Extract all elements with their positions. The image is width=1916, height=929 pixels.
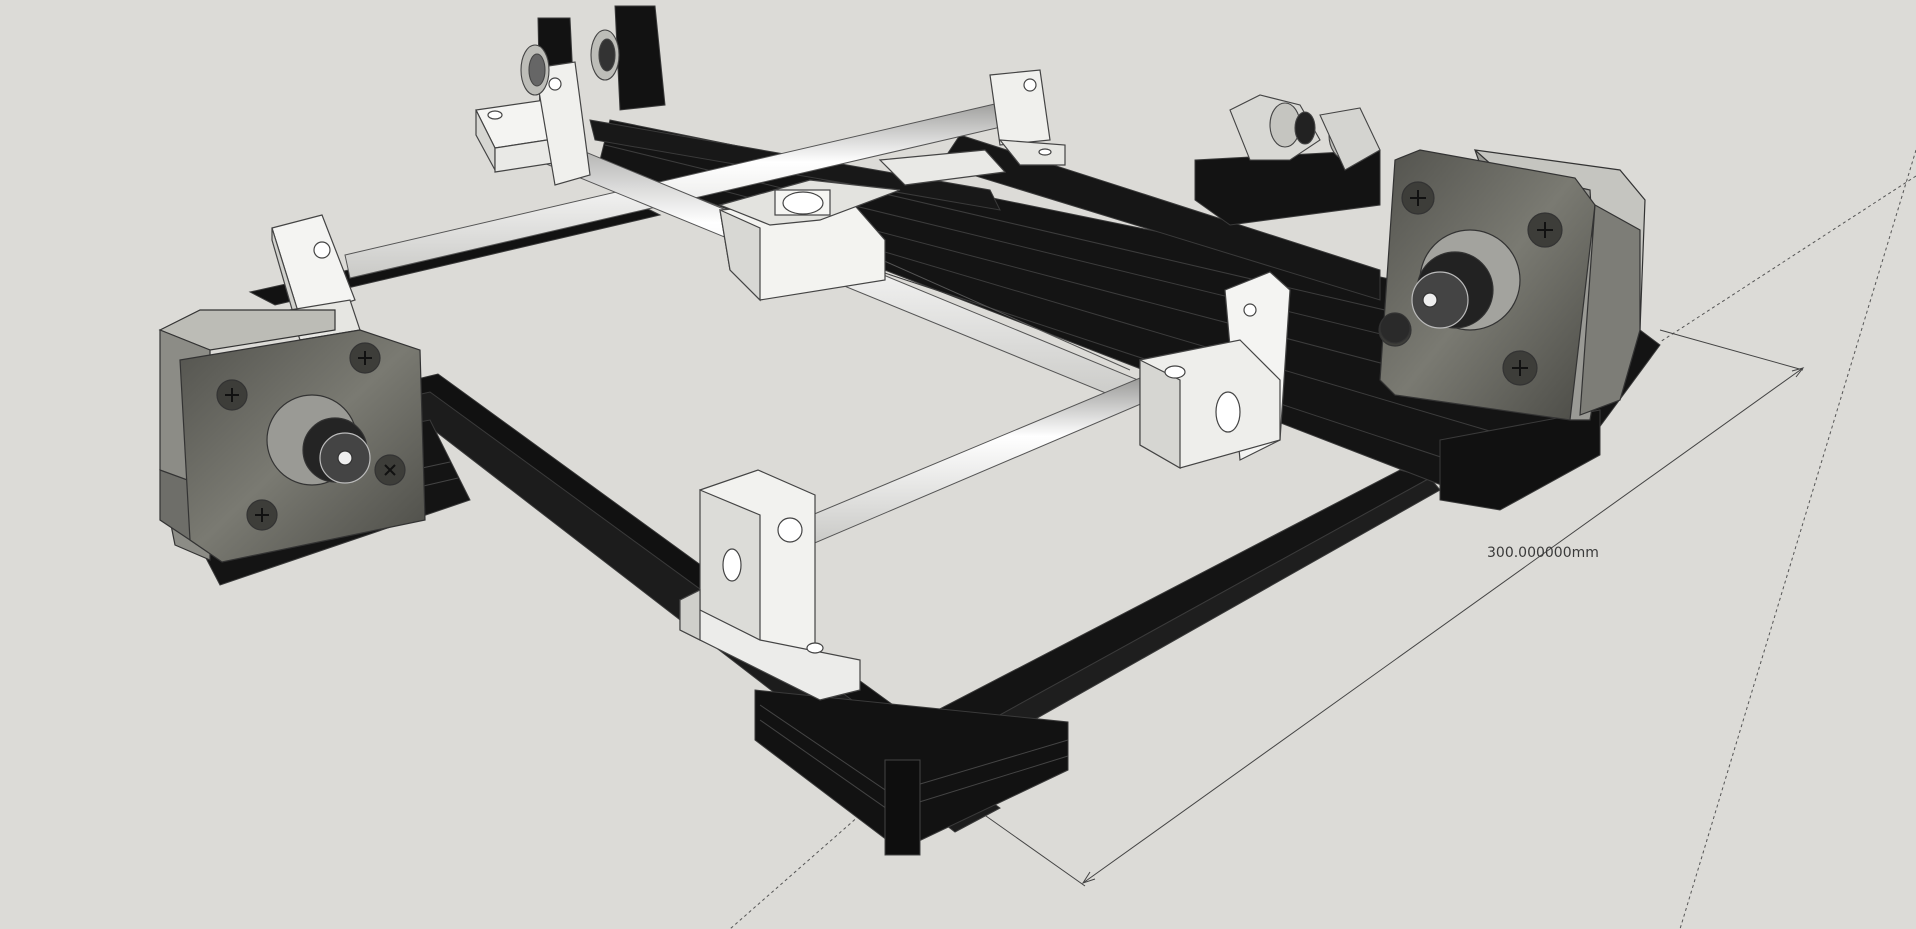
stepper-motor-left[interactable]: [158, 309, 426, 563]
linear-bearing-carriage[interactable]: [718, 149, 1007, 302]
rod-support-front-right[interactable]: [1139, 271, 1291, 470]
extrusion-post-right[interactable]: [614, 5, 666, 111]
idler-pulley-back-left[interactable]: [520, 29, 620, 96]
guide-line-blue-axis: [1679, 149, 1916, 929]
rod-support-front[interactable]: [679, 469, 861, 701]
stepper-motor-right[interactable]: [1378, 149, 1646, 421]
dimension-label: 300.000000mm: [1487, 545, 1599, 561]
rod-support-back-right[interactable]: [989, 69, 1066, 166]
idler-pulley-back-right[interactable]: [1229, 94, 1381, 171]
rod-support-back-left[interactable]: [475, 61, 591, 186]
idler-pulleys[interactable]: [520, 29, 1381, 171]
guide-line-red-axis: [1659, 175, 1916, 343]
rod-supports[interactable]: [271, 61, 1291, 701]
rod-front[interactable]: [799, 377, 1151, 546]
carriage-plate[interactable]: [878, 149, 1007, 186]
